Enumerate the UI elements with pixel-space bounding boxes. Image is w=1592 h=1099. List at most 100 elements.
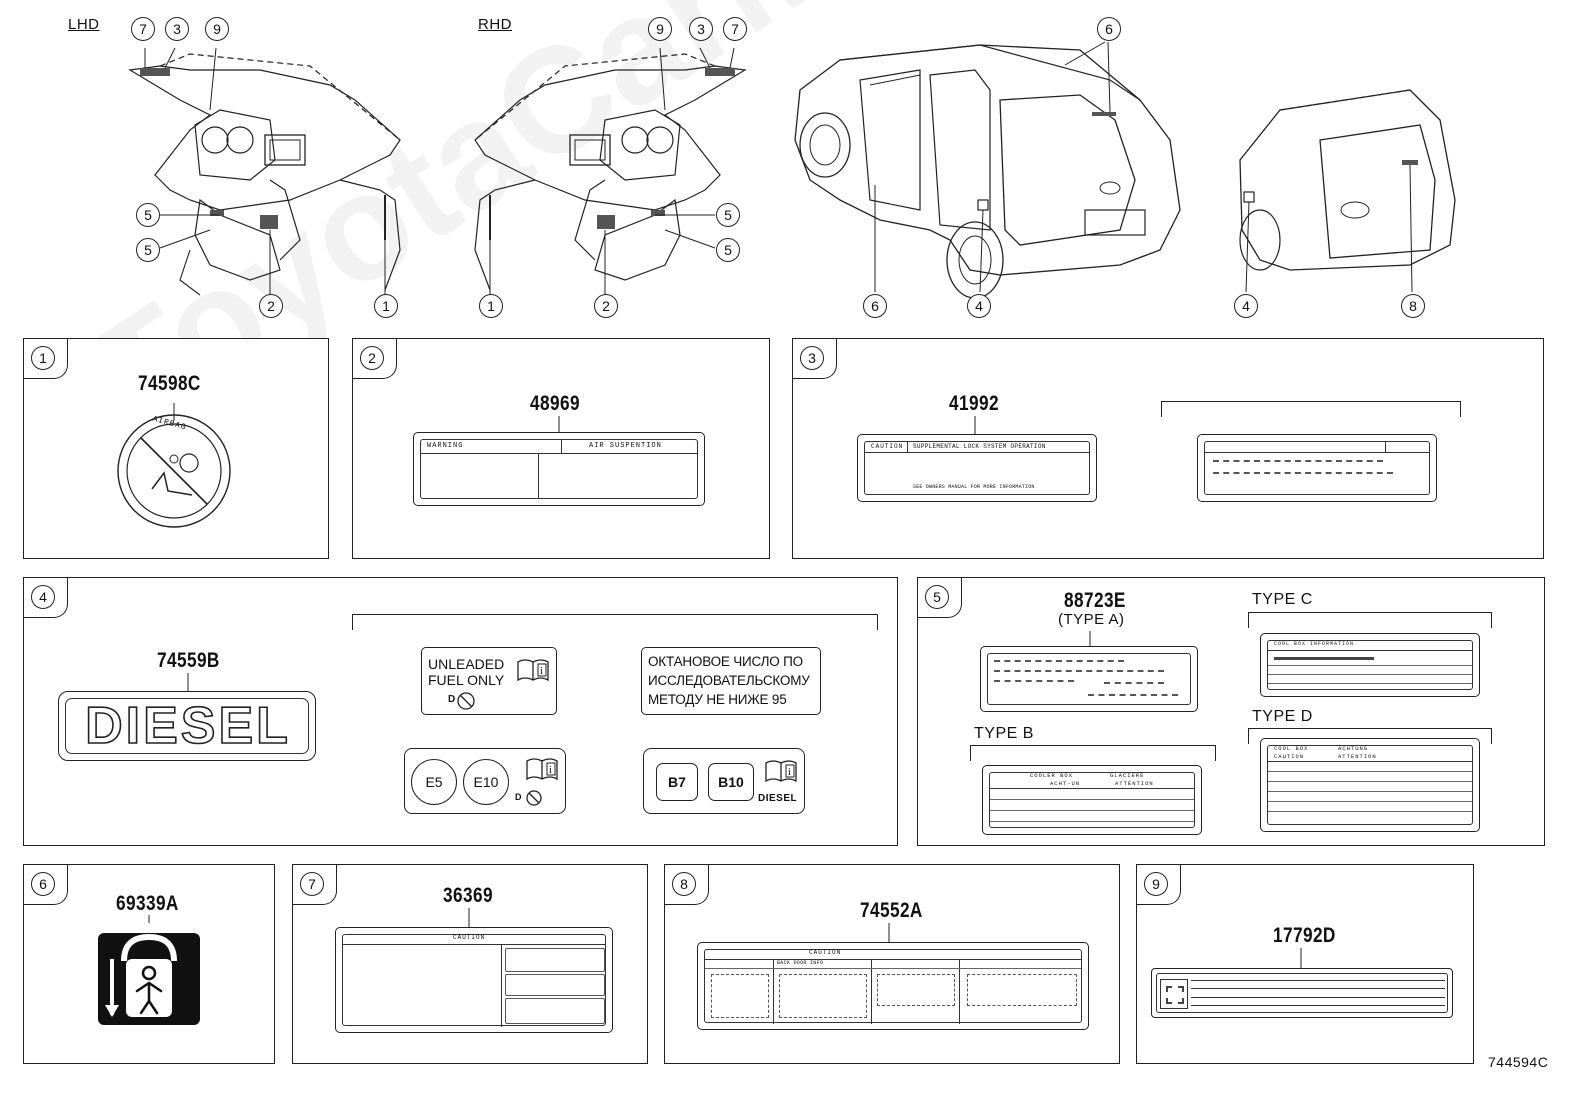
divider [1268,811,1472,812]
text-placeholder [1088,694,1178,696]
sub-box [505,998,605,1024]
barcode-mark [1166,986,1184,1004]
child-lock-icon [98,915,200,1025]
part-number: 88723E [1064,589,1126,612]
callout-4: 4 [1234,294,1258,318]
part-number: 74552A [860,899,923,922]
panel-number: 3 [800,346,824,370]
cool-box-type-d-label: COOL BOX ACHTUNG CAUTION ATTENTION [1260,738,1480,832]
cool-box-type-c-label: COOL BOX INFORMATION [1260,633,1480,697]
alternate-bracket [352,614,878,630]
callout-5: 5 [136,203,160,227]
panel-6: 6 69339A [23,864,275,1064]
text-placeholder [1104,682,1164,684]
svg-text:i: i [540,666,543,677]
unleaded-line-1: UNLEADED [428,656,505,672]
leader-line [468,908,470,930]
diesel-mark: D [448,694,456,705]
type-d-heading-4: ATTENTION [1338,753,1377,760]
divider [1268,683,1472,684]
divider [1191,1005,1445,1006]
callout-2: 2 [594,294,618,318]
panel-number: 4 [31,585,55,609]
divider [990,821,1194,822]
lock-system-caution-label: CAUTION SUPPLEMENTAL LOCK SYSTEM OPERATI… [857,434,1097,502]
lhd-label: LHD [68,16,100,33]
type-d-bracket [1248,728,1492,744]
lock-system-heading: SUPPLEMENTAL LOCK SYSTEM OPERATION [913,443,1046,450]
panel-number: 2 [360,346,384,370]
divider [1191,988,1445,989]
divider [990,788,1194,789]
text-placeholder [877,974,955,1006]
callout-7: 7 [131,17,155,41]
panel-tab: 7 [293,865,337,905]
panel-2: 2 48969 WARNING AIR SUSPENTION [352,338,770,559]
diesel-emblem: DIESEL [58,691,316,761]
callout-1: 1 [374,294,398,318]
sub-box [505,948,605,972]
panel-8: 8 74552A CAUTION BACK DOOR INFO [664,864,1120,1064]
back-door-caution-label: CAUTION BACK DOOR INFO [697,942,1089,1030]
callout-5: 5 [136,238,160,262]
label-inner-frame: CAUTION [342,934,606,1027]
diesel-mark: D [515,792,522,802]
panel-number: 7 [300,872,324,896]
e10-badge: E10 [463,759,509,805]
divider [1191,980,1445,981]
b7-badge: B7 [656,763,698,801]
type-b-heading-3: ACHT-UN [1050,780,1081,787]
cool-box-type-a-label [980,646,1198,712]
panel-tab: 2 [353,339,397,379]
octane-line-2: ИССЛЕДОВАТЕЛЬСКОМУ [648,673,810,688]
part-number: 74598C [138,372,201,395]
type-b-heading-1: COOLER BOX [1030,772,1074,779]
sun-visor-caution-label: CAUTION [335,927,613,1033]
divider [561,440,562,453]
callout-6: 6 [1097,17,1121,41]
callout-4: 4 [967,294,991,318]
divider [501,944,502,1027]
divider [1268,674,1472,675]
type-c-heading: COOL BOX INFORMATION [1274,641,1355,647]
svg-text:i: i [549,765,552,776]
type-b-bracket [970,745,1216,761]
text-placeholder [711,974,769,1018]
divider [1191,997,1445,998]
label-inner-frame: COOLER BOX GLACIERE ACHT-UN ATTENTION [989,772,1195,828]
barcode-box [1160,979,1188,1009]
divider [343,944,605,945]
callout-7: 7 [723,17,747,41]
leader-line [974,416,976,436]
part-number: 69339A [116,892,179,915]
divider [990,810,1194,811]
part-number: 36369 [443,884,493,907]
e5-badge: E5 [411,759,457,805]
manual-book-icon: i [517,659,549,682]
label-inner-frame [1156,973,1448,1013]
panel-number: 1 [31,346,55,370]
type-a-label: (TYPE A) [1058,611,1125,628]
text-placeholder [1213,460,1383,462]
label-inner-frame: CAUTION SUPPLEMENTAL LOCK SYSTEM OPERATI… [864,441,1090,495]
manual-book-icon: i [526,758,558,781]
suv-side-illustration [794,41,1181,299]
callout-8: 8 [1401,294,1425,318]
type-b-label: TYPE B [974,725,1034,742]
panel-5: 5 88723E (TYPE A) TYPE C COOL BOX INFORM… [917,577,1545,846]
label-inner-frame: WARNING AIR SUSPENTION [420,439,698,499]
callout-1: 1 [479,294,503,318]
type-d-heading-1: COOL BOX [1274,745,1309,752]
diesel-b7-b10-label: B7 B10 i DIESEL [643,748,805,814]
air-suspension-warning-label: WARNING AIR SUSPENTION [413,432,705,506]
sub-box [505,974,605,996]
label-inner-frame: CAUTION BACK DOOR INFO [704,949,1082,1024]
label-inner-frame [987,653,1191,705]
b10-badge: B10 [708,763,754,801]
warning-heading: WARNING [427,442,464,450]
callout-3: 3 [689,17,713,41]
suv-rear-illustration [1239,89,1456,293]
panel-3: 3 41992 CAUTION SUPPLEMENTAL LOCK SYSTEM… [792,338,1544,559]
callout-5: 5 [716,203,740,227]
divider [1268,665,1472,666]
